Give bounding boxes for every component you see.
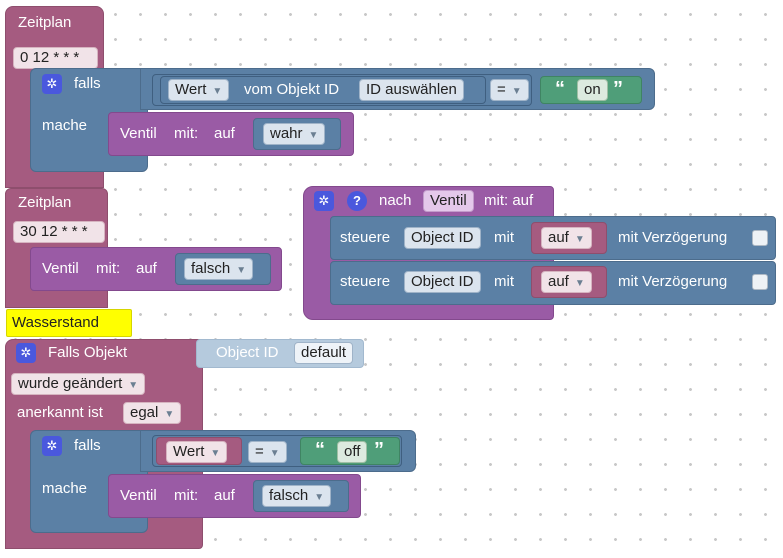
- object-id-field[interactable]: Object ID: [404, 227, 481, 249]
- ventil-label: Ventil: [120, 125, 157, 142]
- operator-dropdown[interactable]: =▼: [248, 441, 287, 463]
- gear-icon[interactable]: ✲: [42, 74, 62, 94]
- comment-text: Wasserstand: [12, 314, 99, 331]
- auf-value: auf: [548, 273, 569, 290]
- mit-label: mit:: [96, 260, 121, 277]
- close-quote-icon: ”: [374, 439, 384, 461]
- chevron-down-icon: ▼: [574, 234, 585, 245]
- object-id-default-field[interactable]: default: [294, 342, 354, 364]
- steuere-label: steuere: [340, 229, 391, 246]
- close-quote-icon: ”: [613, 78, 623, 100]
- operator-label: =: [255, 443, 264, 460]
- auf-label: auf: [136, 260, 157, 277]
- delay-checkbox[interactable]: [752, 274, 768, 290]
- gear-icon[interactable]: ✲: [16, 343, 36, 363]
- object-id-field[interactable]: Object ID: [404, 271, 481, 293]
- ventil-label: Ventil: [120, 487, 157, 504]
- comment-block[interactable]: Wasserstand: [6, 309, 132, 337]
- chevron-down-icon: ▼: [314, 492, 325, 503]
- open-quote-icon: “: [315, 439, 325, 461]
- chevron-down-icon: ▼: [308, 130, 319, 141]
- auf-label: auf: [214, 125, 235, 142]
- trigger-condition-dropdown[interactable]: wurde geändert ▼: [11, 373, 146, 395]
- auf-label: auf: [214, 487, 235, 504]
- function-name-field[interactable]: Ventil: [423, 190, 474, 212]
- mit-label: mit:: [174, 125, 199, 142]
- auf-value: auf: [548, 229, 569, 246]
- vom-objekt-label: vom Objekt ID: [244, 81, 340, 98]
- gear-icon[interactable]: ✲: [314, 191, 334, 211]
- question-icon[interactable]: ?: [347, 191, 367, 211]
- auf-dropdown[interactable]: auf ▼: [541, 271, 592, 293]
- operator-dropdown[interactable]: =▼: [490, 79, 529, 101]
- ventil-label: Ventil: [42, 260, 79, 277]
- schedule-title: Zeitplan: [18, 194, 72, 211]
- chevron-down-icon: ▼: [236, 265, 247, 276]
- chevron-down-icon: ▼: [128, 380, 139, 391]
- function-params-label: mit: auf: [484, 192, 534, 209]
- delay-checkbox[interactable]: [752, 230, 768, 246]
- falls-label: falls: [74, 75, 101, 92]
- id-select-field[interactable]: ID auswählen: [359, 79, 464, 101]
- schedule-title: Zeitplan: [18, 14, 72, 31]
- delay-label: mit Verzögerung: [618, 229, 728, 246]
- open-quote-icon: “: [555, 78, 565, 100]
- steuere-label: steuere: [340, 273, 391, 290]
- auf-dropdown[interactable]: auf ▼: [541, 227, 592, 249]
- delay-label: mit Verzögerung: [618, 273, 728, 290]
- wert-dropdown[interactable]: Wert ▼: [168, 79, 230, 101]
- bool-dropdown-falsch[interactable]: falsch ▼: [262, 485, 332, 507]
- chevron-down-icon: ▼: [210, 448, 221, 459]
- wert-label: Wert: [173, 443, 205, 460]
- wert-dropdown[interactable]: Wert ▼: [166, 441, 228, 463]
- ack-dropdown[interactable]: egal ▼: [123, 402, 182, 424]
- trigger-title: Falls Objekt: [48, 344, 128, 361]
- operator-label: =: [497, 81, 506, 98]
- mache-label: mache: [42, 480, 88, 497]
- bool-value: falsch: [269, 487, 309, 504]
- falls-label: falls: [74, 437, 101, 454]
- trigger-condition-value: wurde geändert: [18, 375, 123, 392]
- ack-value: egal: [130, 404, 159, 421]
- bool-dropdown-wahr[interactable]: wahr ▼: [263, 123, 326, 145]
- chevron-down-icon: ▼: [164, 409, 175, 420]
- mit-label: mit: [494, 273, 514, 290]
- object-id-label: Object ID: [216, 344, 279, 361]
- ack-label: anerkannt ist: [17, 404, 103, 421]
- cron-field[interactable]: 30 12 * * *: [13, 221, 105, 243]
- nach-label: nach: [379, 192, 412, 209]
- chevron-down-icon: ▼: [574, 278, 585, 289]
- gear-icon[interactable]: ✲: [42, 436, 62, 456]
- mit-label: mit: [494, 229, 514, 246]
- chevron-down-icon: ▼: [269, 448, 280, 459]
- mache-label: mache: [42, 117, 88, 134]
- bool-value: falsch: [191, 260, 231, 277]
- text-value-on[interactable]: on: [577, 79, 608, 101]
- chevron-down-icon: ▼: [212, 86, 223, 97]
- bool-value: wahr: [270, 125, 303, 142]
- cron-field[interactable]: 0 12 * * *: [13, 47, 98, 69]
- wert-label: Wert: [175, 81, 207, 98]
- mit-label: mit:: [174, 487, 199, 504]
- bool-dropdown-falsch[interactable]: falsch ▼: [184, 258, 254, 280]
- chevron-down-icon: ▼: [511, 86, 522, 97]
- text-value-off[interactable]: off: [337, 441, 368, 463]
